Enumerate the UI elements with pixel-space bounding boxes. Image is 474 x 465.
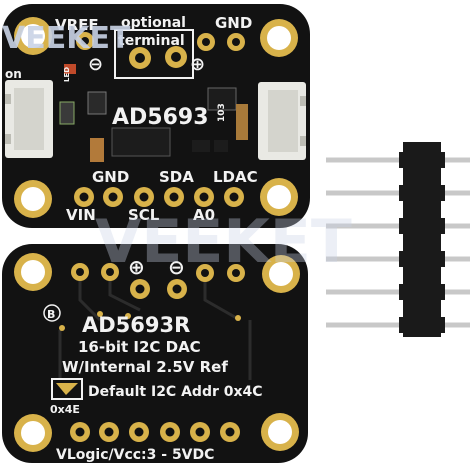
label-chip: AD5693 (112, 105, 209, 130)
header-pin (326, 190, 470, 196)
header-pin-collar (399, 152, 445, 168)
label-vlogic: VLogic/Vcc:3 - 5VDC (56, 447, 214, 463)
front-pcb (2, 4, 310, 228)
header-pin (326, 289, 470, 295)
header-pin-collar (399, 218, 445, 234)
smd-components (59, 64, 248, 162)
header-pin (326, 157, 470, 163)
label-plus-front: ⊕ (190, 54, 205, 75)
back-mount-holes (14, 253, 300, 452)
dac-chip (111, 127, 171, 157)
label-ic-marking: 103 (217, 103, 227, 122)
stemma-connector-right (258, 82, 306, 160)
label-jumper: 0x4E (50, 403, 80, 416)
label-optional: optional (121, 15, 186, 31)
label-line1: 16-bit I2C DAC (78, 338, 201, 356)
pin-header (326, 142, 470, 337)
addr-jumper-pad (56, 383, 78, 395)
label-terminal: terminal (118, 33, 185, 49)
label-gnd-bottom: GND (92, 168, 129, 186)
label-on: on (5, 67, 22, 81)
header-pin-collar (399, 251, 445, 267)
watermark-center: VEEKET (95, 207, 352, 277)
label-line2: W/Internal 2.5V Ref (62, 358, 228, 376)
back-top-pads (71, 263, 245, 299)
label-gnd-top: GND (215, 14, 252, 32)
header-plastic (403, 142, 441, 337)
label-a0: A0 (193, 206, 215, 224)
back-board: ⊕ ⊖ B AD5693R 16-bit I2C DAC W/Internal … (2, 244, 308, 463)
label-ldac: LDAC (213, 168, 258, 186)
header-pin-collar (399, 284, 445, 300)
label-vin: VIN (66, 206, 96, 224)
label-plus-back: ⊕ (128, 255, 145, 279)
watermark-corner: VEEKET (2, 21, 131, 56)
front-bottom-pads (74, 187, 244, 207)
stemma-connector-left (5, 80, 53, 158)
b-marker (43, 304, 61, 322)
label-scl: SCL (128, 206, 160, 224)
front-top-pads (76, 32, 245, 51)
header-pin-collar (399, 317, 445, 333)
label-sda: SDA (159, 168, 194, 186)
back-vias (59, 311, 241, 331)
label-b: B (47, 308, 55, 321)
front-mount-holes (14, 17, 298, 218)
terminal-outline (114, 29, 194, 79)
label-addr: Default I2C Addr 0x4C (88, 384, 263, 400)
label-vref: VREF (55, 16, 99, 34)
header-pin (326, 322, 470, 328)
label-led: LED (63, 67, 71, 82)
label-title: AD5693R (82, 313, 190, 337)
header-pin (326, 256, 470, 262)
label-minus-front: ⊖ (88, 54, 103, 75)
header-pin (326, 223, 470, 229)
label-minus-back: ⊖ (168, 255, 185, 279)
header-pin-collar (399, 185, 445, 201)
back-bottom-pads (70, 422, 240, 442)
front-board: VREF optional terminal GND ⊖ ⊕ LED on AD… (2, 4, 310, 228)
